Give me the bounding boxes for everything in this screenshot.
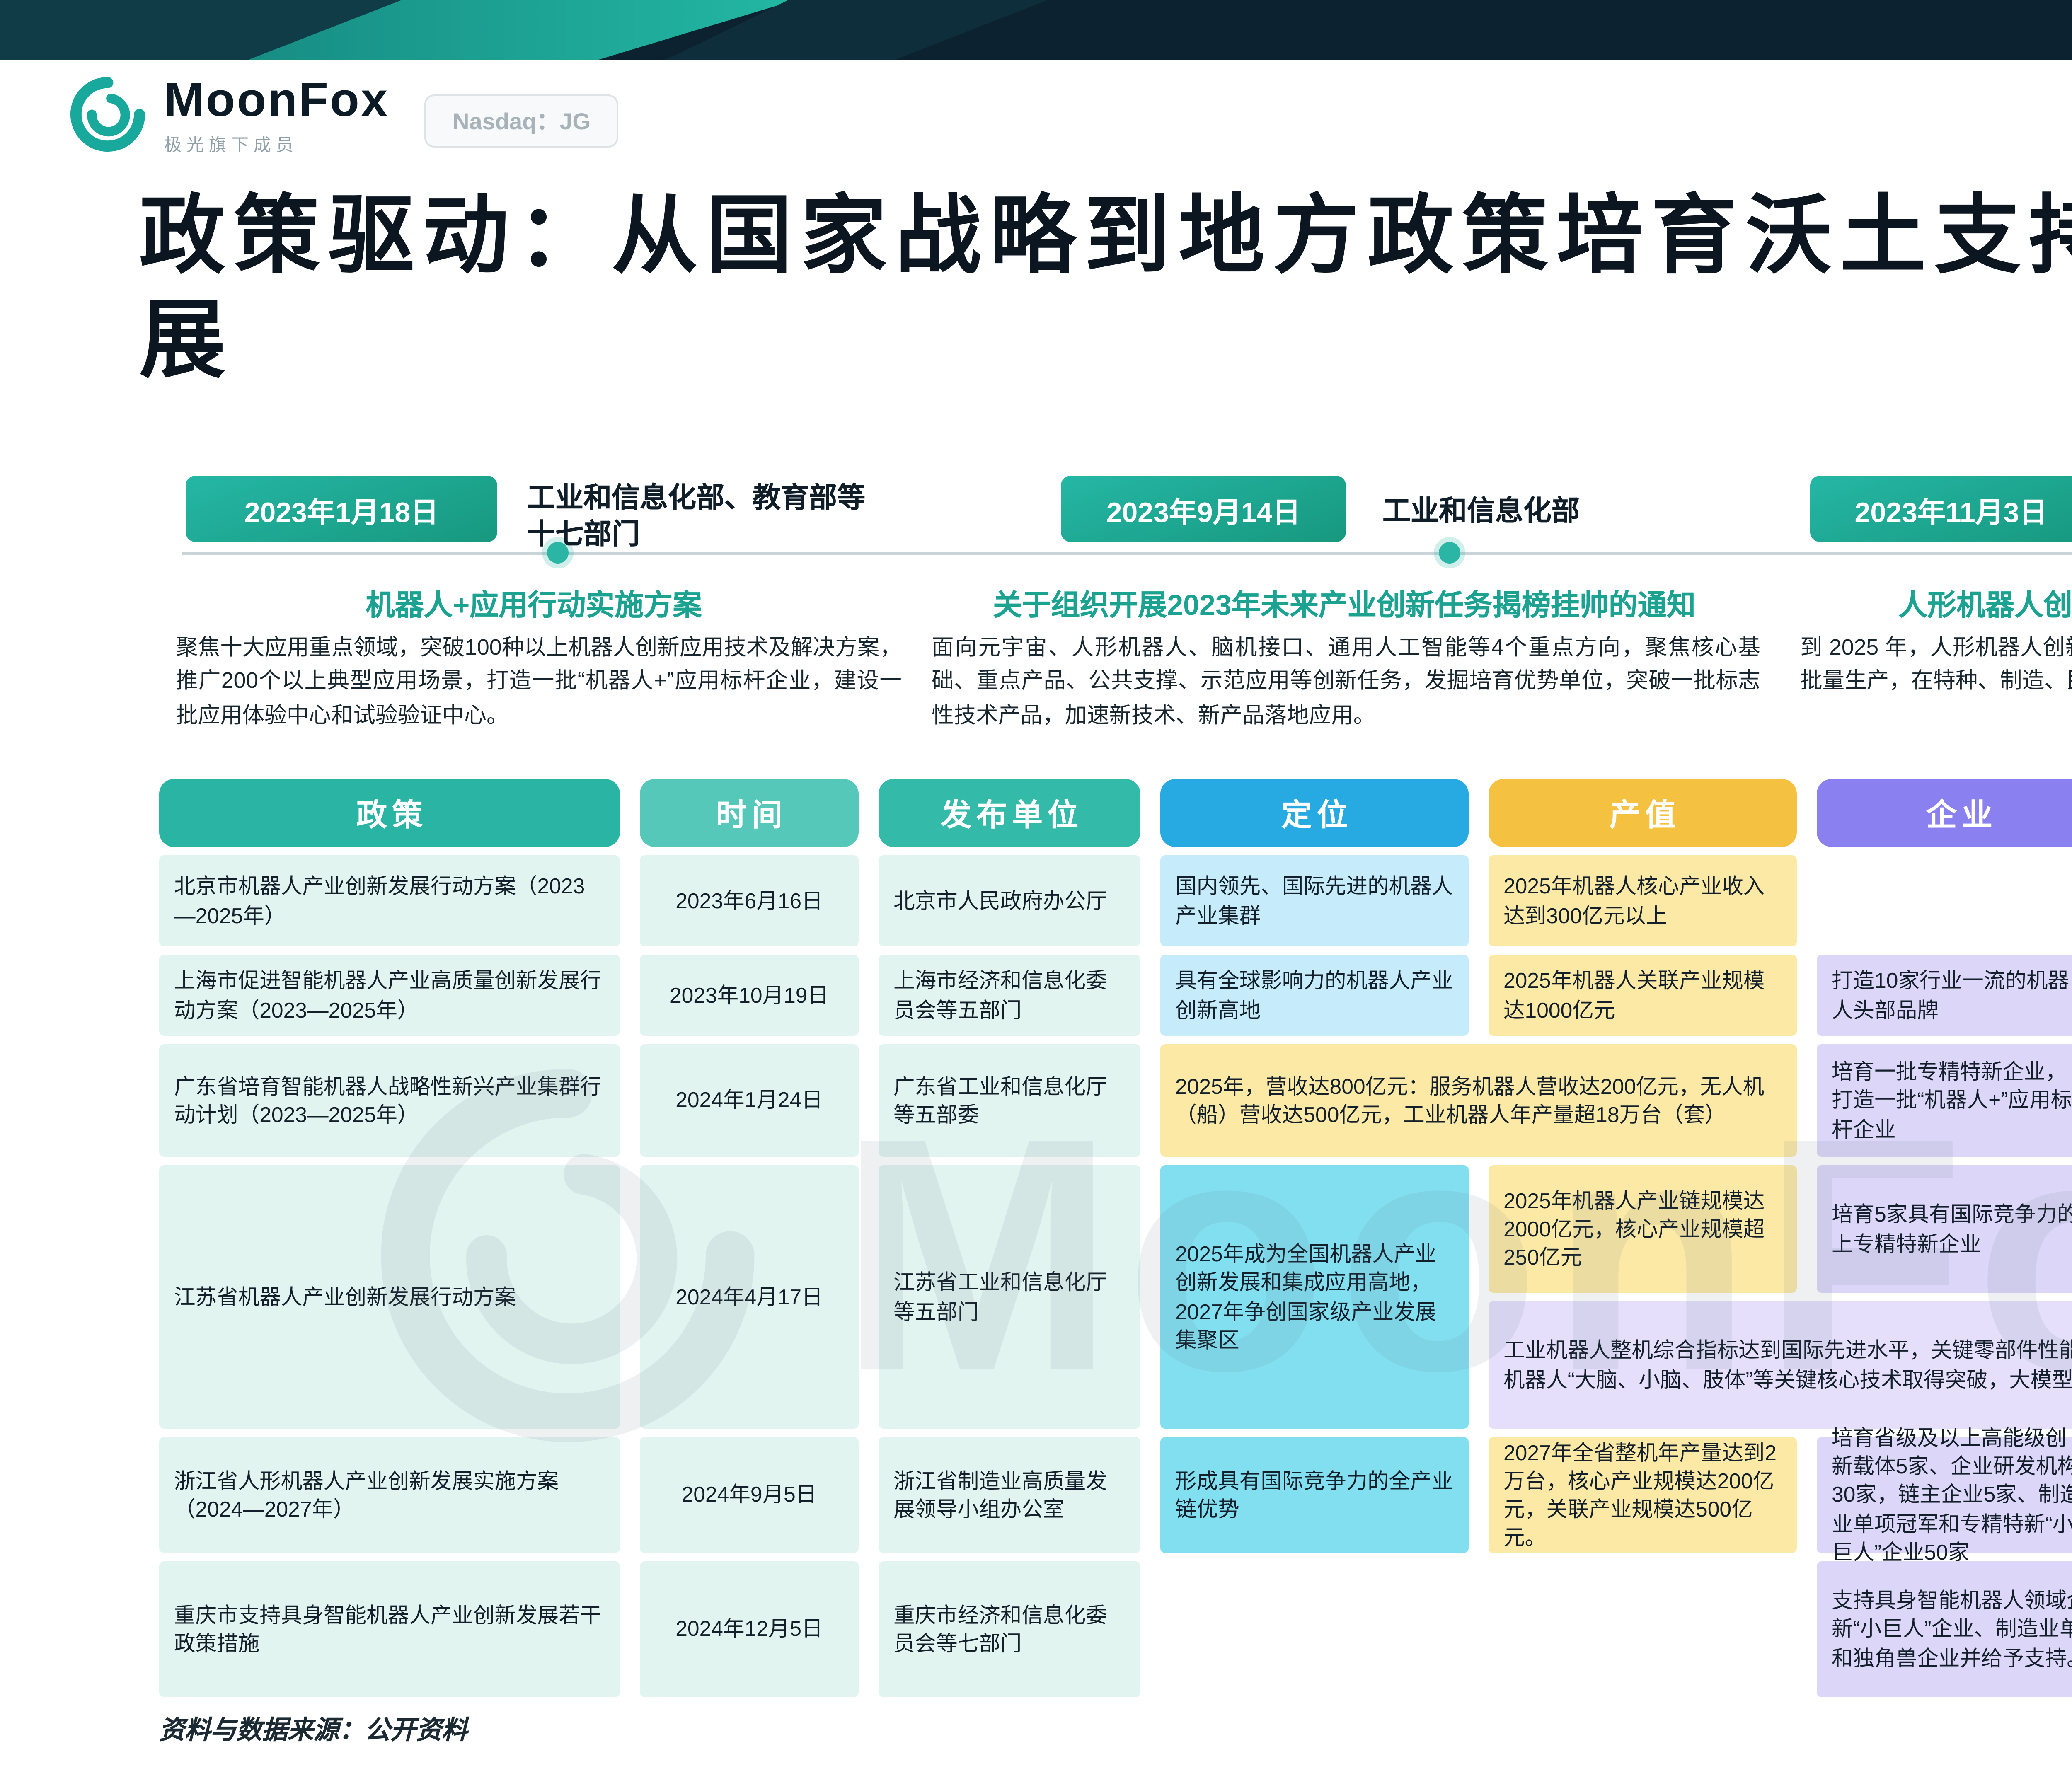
top-banner-decoration (0, 0, 2072, 60)
cell-zhejiang-positioning: 形成具有国际竞争力的全产业链优势 (1160, 1437, 1469, 1553)
timeline-axis (182, 552, 2072, 555)
timeline-issuer: 工业和信息化部、教育部等十七部门 (527, 482, 865, 551)
source-note: 资料与数据来源：公开资料 (159, 1717, 468, 1745)
cell-shanghai-enterprise: 打造10家行业一流的机器人头部品牌 (1817, 955, 2072, 1036)
moonfox-logo: MoonFox 极光旗下成员 (70, 75, 390, 158)
cell-chongqing-policy: 重庆市支持具身智能机器人产业创新发展若干政策措施 (159, 1561, 620, 1697)
cell-jiangsu-positioning: 2025年成为全国机器人产业创新发展和集成应用高地，2027年争创国家级产业发展… (1160, 1165, 1469, 1429)
timeline-date-badge: 2023年1月18日 (186, 476, 497, 542)
cell-chongqing-enterprise: 支持具身智能机器人领域企业创建高新技术企业、专精特新“小巨人”企业、制造业单项冠… (1817, 1561, 2072, 1697)
cell-shanghai-policy: 上海市促进智能机器人产业高质量创新发展行动方案（2023—2025年） (159, 955, 620, 1036)
table-header-enterprise: 企业 (1817, 779, 2072, 847)
page-title: 政策驱动：从国家战略到地方政策培育沃土支持机器人产业发展 (139, 189, 2072, 390)
moonfox-logo-icon (70, 77, 145, 152)
table-header-output: 产值 (1489, 779, 1797, 847)
policy-description: 聚焦十大应用重点领域，突破100种以上机器人创新应用技术及解决方案，推广200个… (176, 635, 902, 727)
table-header-policy: 政策 (159, 779, 620, 847)
cell-guangdong-date: 2024年1月24日 (640, 1044, 859, 1157)
cell-jiangsu-output: 2025年机器人产业链规模达2000亿元，核心产业规模超250亿元 (1489, 1165, 1797, 1293)
cell-jiangsu-policy: 江苏省机器人产业创新发展行动方案 (159, 1165, 620, 1429)
cell-jiangsu-unit: 江苏省工业和信息化厅等五部门 (879, 1165, 1140, 1429)
cell-jiangsu-enterprise: 培育5家具有国际竞争力的机器人企业、新增10家以上省级以上专精特新企业 (1817, 1165, 2072, 1293)
cell-zhejiang-unit: 浙江省制造业高质量发展领导小组办公室 (879, 1437, 1140, 1553)
policy-table: 政策 时间 发布单位 定位 产值 企业 产品/技术 应用场景 密度 北京市机器人… (159, 779, 2072, 1697)
cell-zhejiang-output: 2027年全省整机年产量达到2万台，核心产业规模达200亿元，关联产业规模达50… (1489, 1437, 1797, 1553)
cell-shanghai-date: 2023年10月19日 (640, 955, 859, 1036)
cell-chongqing-date: 2024年12月5日 (640, 1561, 859, 1697)
cell-beijing-policy: 北京市机器人产业创新发展行动方案（2023—2025年） (159, 855, 620, 946)
timeline-date-badge: 2023年11月3日 (1810, 476, 2072, 542)
cell-shanghai-output: 2025年机器人关联产业规模达1000亿元 (1489, 955, 1797, 1036)
timeline-date-badge: 2023年9月14日 (1061, 476, 1346, 542)
cell-shanghai-positioning: 具有全球影响力的机器人产业创新高地 (1160, 955, 1469, 1036)
logo-subtitle: 极光旗下成员 (164, 136, 298, 157)
timeline-dot (547, 542, 569, 564)
cell-beijing-date: 2023年6月16日 (640, 855, 859, 946)
policy-description: 面向元宇宙、人形机器人、脑机接口、通用人工智能等4个重点方向，聚焦核心基础、重点… (932, 635, 1760, 727)
cell-chongqing-unit: 重庆市经济和信息化委员会等七部门 (879, 1561, 1140, 1697)
cell-beijing-unit: 北京市人民政府办公厅 (879, 855, 1140, 946)
policy-title: 机器人+应用行动实施方案 (366, 588, 702, 622)
cell-shanghai-unit: 上海市经济和信息化委员会等五部门 (879, 955, 1140, 1036)
cell-zhejiang-policy: 浙江省人形机器人产业创新发展实施方案（2024—2027年） (159, 1437, 620, 1553)
cell-guangdong-unit: 广东省工业和信息化厅等五部委 (879, 1044, 1140, 1157)
timeline-dot (1439, 542, 1460, 564)
cell-beijing-output: 2025年机器人核心产业收入达到300亿元以上 (1489, 855, 1797, 946)
cell-beijing-positioning: 国内领先、国际先进的机器人产业集群 (1160, 855, 1469, 946)
cell-guangdong-policy: 广东省培育智能机器人战略性新兴产业集群行动计划（2023—2025年） (159, 1044, 620, 1157)
policy-title: 关于组织开展2023年未来产业创新任务揭榜挂帅的通知 (993, 588, 1696, 622)
cell-guangdong-positioning-output: 2025年，营收达800亿元：服务机器人营收达200亿元，无人机（船）营收达50… (1160, 1044, 1797, 1157)
policy-title: 人形机器人创新发展指导意见 (1898, 588, 2072, 622)
cell-zhejiang-date: 2024年9月5日 (640, 1437, 859, 1553)
policy-description: 到 2025 年，人形机器人创新体系初步建立，整机产品实现批量生产，在特种、制造… (1800, 635, 2072, 694)
table-header-unit: 发布单位 (879, 779, 1140, 847)
cell-guangdong-enterprise: 培育一批专精特新企业，打造一批“机器人+”应用标杆企业 (1817, 1044, 2072, 1157)
table-header-time: 时间 (640, 779, 859, 847)
stock-ticker-badge: Nasdaq：JG (424, 94, 619, 148)
cell-jiangsu-date: 2024年4月17日 (640, 1165, 859, 1429)
cell-zhejiang-enterprise: 培育省级及以上高能级创新载体5家、企业研发机构30家，链主企业5家、制造业单项冠… (1817, 1426, 2072, 1564)
logo-text: MoonFox (164, 75, 390, 128)
table-header-positioning: 定位 (1160, 779, 1469, 847)
cell-jiangsu-product-wide: 工业机器人整机综合指标达到国际先进水平，关键零部件性能和可靠性达到国际同类产品水… (1489, 1301, 2072, 1429)
timeline-issuer: 工业和信息化部 (1382, 496, 1580, 527)
